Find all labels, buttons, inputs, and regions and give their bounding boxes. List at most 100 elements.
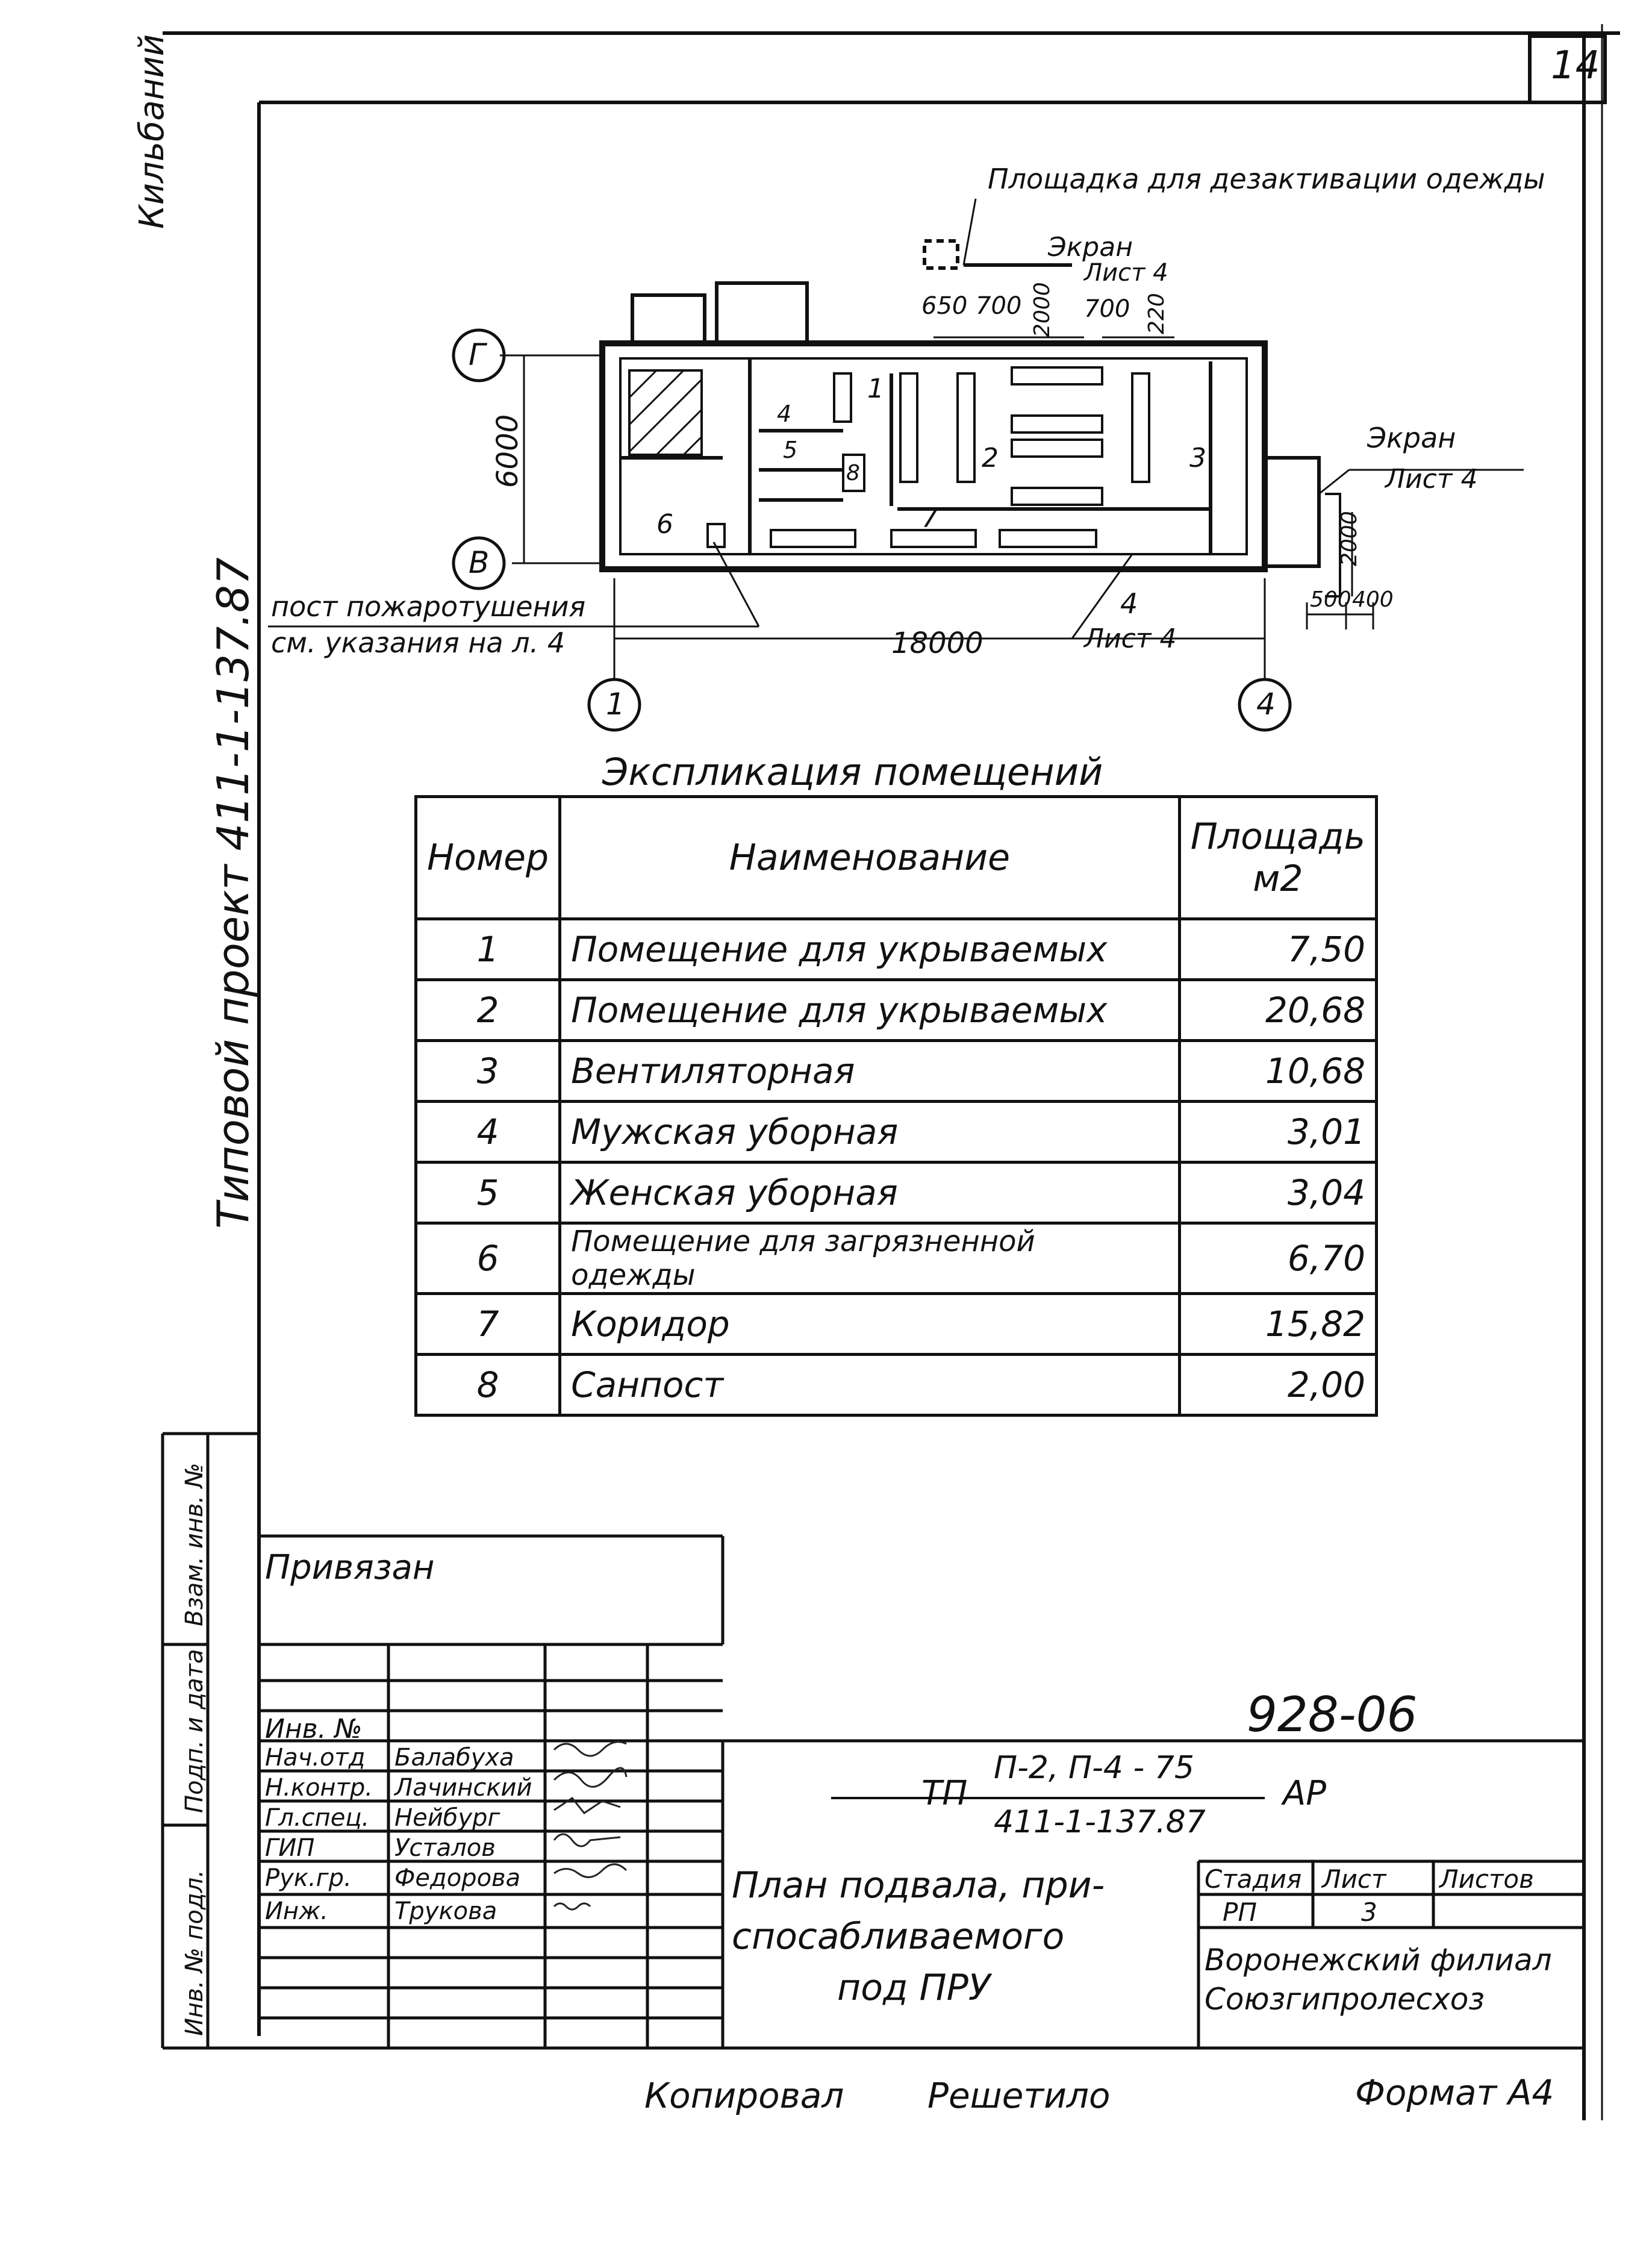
drawing-title-2: спосабливаемого (732, 1915, 1065, 1958)
row-area: 7,50 (1177, 917, 1379, 981)
signer-name: Трукова (394, 1897, 497, 1925)
table-row: 7 Коридор 15,82 (414, 1292, 1379, 1356)
code-prefix: ТП (921, 1774, 968, 1813)
signer-role: Рук.гр. (265, 1864, 352, 1892)
inv-no-label: Инв. № (265, 1714, 363, 1744)
row-area: 20,68 (1177, 978, 1379, 1042)
signature-5 (553, 1863, 628, 1878)
signer-name: Нейбург (394, 1804, 500, 1832)
bench (1011, 366, 1103, 386)
row-number: 4 (414, 1100, 562, 1164)
table-row: 4 Мужская уборная 3,01 (414, 1100, 1379, 1164)
stage-label: Стадия (1205, 1864, 1302, 1894)
room-label-1: 1 (867, 373, 884, 404)
axis-1-circle (587, 678, 641, 732)
bench (1011, 414, 1103, 434)
bench (956, 372, 976, 483)
fire-post-label: пост пожаротушения (271, 590, 586, 623)
room-label-4: 4 (777, 401, 792, 427)
signer-role: Н.контр. (265, 1774, 373, 1802)
organization-2: Союзгипролесхоз (1205, 1982, 1485, 2017)
organization-1: Воронежский филиал (1205, 1943, 1552, 1978)
signer-name: Балабуха (394, 1744, 514, 1772)
dim-400: 400 (1352, 587, 1394, 612)
drawing-title-3: под ПРУ (837, 1967, 991, 2009)
sheets-label: Листов (1439, 1864, 1534, 1894)
signer-role: Гл.спец. (265, 1804, 370, 1832)
room-label-5: 5 (783, 437, 798, 463)
row-name: Помещение для укрываемых (558, 978, 1181, 1042)
signer-role: Инж. (265, 1897, 328, 1925)
sheet4-top-label: Лист 4 (1084, 259, 1168, 287)
signer-name: Федорова (394, 1864, 521, 1892)
right-stair-outline (1263, 456, 1321, 568)
row-area: 3,01 (1177, 1100, 1379, 1164)
axis-4-circle (1238, 678, 1292, 732)
signer-role: ГИП (265, 1834, 315, 1862)
explication-header-row: Номер Наименование Площадь м2 (414, 795, 1379, 920)
signature-6 (553, 1902, 591, 1911)
bench (899, 372, 918, 483)
stage-value: РП (1223, 1897, 1257, 1927)
hatched-zone (628, 369, 703, 456)
row-number: 5 (414, 1161, 562, 1225)
signature-4 (553, 1833, 621, 1847)
room-label-3: 3 (1189, 443, 1206, 473)
header-area: Площадь м2 (1177, 795, 1379, 920)
axis-g-circle (452, 328, 506, 382)
row-area: 15,82 (1177, 1292, 1379, 1356)
dim-650: 650 (921, 292, 968, 320)
sheet-label: Лист (1322, 1864, 1386, 1894)
copied-label: Копировал (644, 2075, 844, 2116)
row-name: Мужская уборная (558, 1100, 1181, 1164)
drawing-title-1: План подвала, при- (732, 1864, 1105, 1906)
room-label-2: 2 (982, 443, 999, 473)
row-name: Помещение для загрязненной одежды (558, 1222, 1181, 1295)
row-name: Санпост (558, 1353, 1181, 1417)
bench (999, 529, 1097, 548)
signature-1 (553, 1741, 627, 1757)
room-label-6: 6 (656, 509, 673, 540)
bench (770, 529, 856, 548)
axis-g-label: Г (469, 337, 485, 372)
axis-v-circle (452, 536, 506, 590)
dim-700b: 700 (1084, 295, 1130, 323)
header-name: Наименование (558, 795, 1181, 920)
row-area: 6,70 (1177, 1222, 1379, 1295)
code-suffix: АР (1283, 1774, 1327, 1813)
table-row: 5 Женская уборная 3,04 (414, 1161, 1379, 1225)
row-number: 1 (414, 917, 562, 981)
row-number: 6 (414, 1222, 562, 1295)
bench (1131, 372, 1150, 483)
code-denominator: 411-1-137.87 (994, 1804, 1206, 1840)
screen-top-label: Экран (1048, 232, 1133, 263)
row-area: 3,04 (1177, 1161, 1379, 1225)
room-label-7: 7 (921, 503, 938, 534)
bench (1011, 439, 1103, 458)
room-label-8: 8 (846, 461, 860, 486)
row-area: 2,00 (1177, 1353, 1379, 1417)
dim-500: 500 (1310, 587, 1351, 612)
header-number: Номер (414, 795, 562, 920)
bench (833, 372, 852, 423)
row-number: 3 (414, 1039, 562, 1103)
dim-700a: 700 (976, 292, 1022, 320)
dim-18000: 18000 (891, 626, 983, 660)
sheet-number: 14 (1551, 43, 1600, 88)
format-label: Формат А4 (1355, 2072, 1554, 2113)
row-number: 7 (414, 1292, 562, 1356)
row-number: 2 (414, 978, 562, 1042)
section-sheet-label: Лист 4 (1084, 623, 1177, 654)
section-mark: 4 (1120, 587, 1138, 620)
right-screen (1325, 493, 1341, 598)
signature-3 (553, 1796, 621, 1815)
axis-v-label: В (469, 545, 490, 580)
signer-name: Лачинский (394, 1774, 532, 1802)
privyazan-label: Привязан (265, 1548, 435, 1587)
table-row: 2 Помещение для укрываемых 20,68 (414, 978, 1379, 1042)
table-row: 8 Санпост 2,00 (414, 1353, 1379, 1417)
screen-right-label: Экран (1367, 422, 1456, 454)
row-name: Вентиляторная (558, 1039, 1181, 1103)
decon-leader (962, 198, 977, 266)
decontamination-label: Площадка для дезактивации одежды (988, 163, 1545, 195)
